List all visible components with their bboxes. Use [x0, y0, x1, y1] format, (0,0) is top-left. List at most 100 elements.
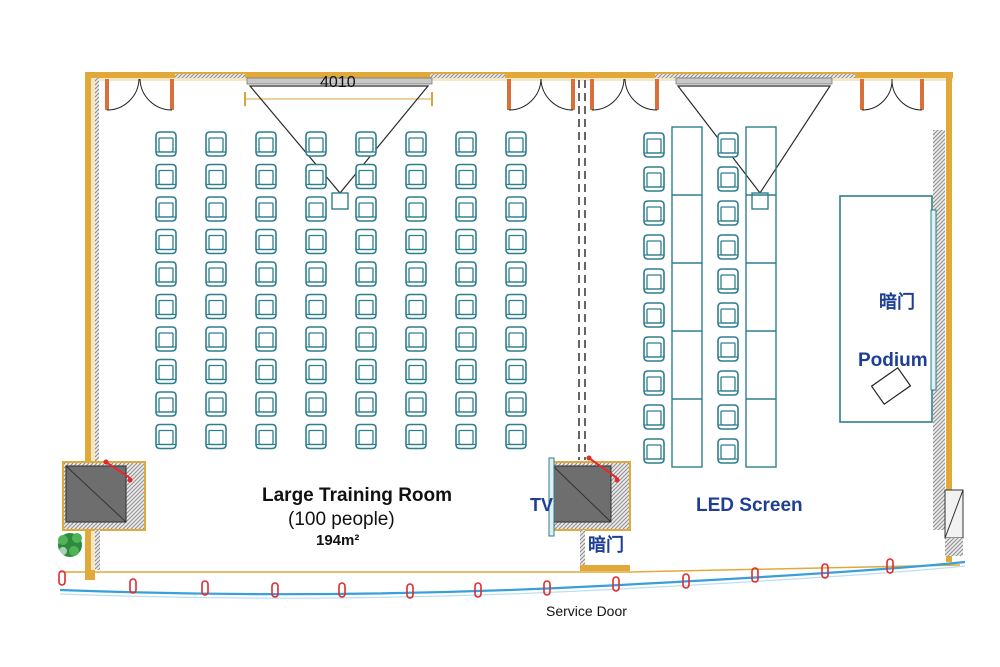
chair-icon — [505, 196, 527, 222]
chair-icon — [255, 228, 277, 255]
chair-icon — [643, 302, 665, 328]
chair-icon — [643, 438, 665, 464]
chair-icon — [155, 196, 177, 222]
chair-icon — [455, 196, 477, 222]
chair-icon — [717, 302, 739, 328]
column-left — [62, 459, 146, 531]
chair-icon — [305, 131, 327, 157]
chair-icon — [355, 391, 377, 417]
chair-icon — [643, 370, 665, 396]
chair-icon — [355, 131, 377, 157]
chair-grid-right — [643, 132, 739, 464]
chair-icon — [505, 326, 527, 352]
pipe-clip — [682, 573, 690, 589]
chair-icon — [205, 163, 227, 190]
plant-icon — [58, 533, 82, 557]
chair-icon — [355, 163, 377, 190]
chair-icon — [405, 261, 427, 287]
chair-icon — [305, 163, 327, 190]
hidden-door-label-podium: 暗门 — [879, 292, 915, 312]
chair-icon — [505, 358, 527, 385]
chair-icon — [717, 404, 739, 430]
pipe-clip — [886, 558, 894, 574]
room-divider — [578, 80, 586, 460]
chair-icon — [305, 391, 327, 417]
chair-icon — [155, 326, 177, 352]
chair-icon — [405, 163, 427, 190]
chair-icon — [305, 326, 327, 352]
chair-icon — [717, 234, 739, 260]
chair-icon — [405, 131, 427, 157]
chair-icon — [455, 293, 477, 320]
chair-icon — [155, 131, 177, 157]
chair-icon — [205, 196, 227, 222]
chair-icon — [505, 131, 527, 157]
chair-icon — [155, 261, 177, 287]
podium — [839, 195, 937, 423]
chair-icon — [455, 131, 477, 157]
chair-icon — [717, 336, 739, 362]
pipe-clip — [612, 576, 620, 592]
pipe-clip — [58, 570, 66, 586]
chair-icon — [717, 268, 739, 294]
chair-icon — [255, 423, 277, 450]
chair-icon — [205, 423, 227, 450]
chair-icon — [355, 358, 377, 385]
chair-icon — [205, 261, 227, 287]
chair-icon — [643, 234, 665, 260]
chair-icon — [355, 228, 377, 255]
chair-icon — [405, 391, 427, 417]
chair-icon — [405, 326, 427, 352]
chair-icon — [305, 196, 327, 222]
chair-icon — [643, 268, 665, 294]
chair-icon — [455, 358, 477, 385]
projection-screen-right — [675, 77, 833, 210]
top-wall-hatch — [175, 74, 855, 78]
chair-icon — [355, 261, 377, 287]
chair-grid-left — [155, 131, 527, 450]
chair-icon — [355, 196, 377, 222]
room-number: 4010 — [320, 74, 356, 91]
tv-label: TV — [530, 495, 554, 515]
lower-walls — [95, 489, 964, 571]
corridor-pipe — [59, 560, 966, 599]
chair-icon — [405, 358, 427, 385]
chair-icon — [155, 423, 177, 450]
service-door-label: Service Door — [546, 603, 627, 619]
chair-icon — [205, 326, 227, 352]
chair-icon — [305, 228, 327, 255]
chair-icon — [205, 358, 227, 385]
led-screen-label: LED Screen — [696, 495, 803, 516]
room-name: Large Training Room — [262, 485, 453, 506]
chair-icon — [717, 132, 739, 158]
pipe-clip — [271, 582, 279, 598]
room-area: 194m² — [316, 532, 360, 549]
chair-icon — [643, 166, 665, 192]
chair-icon — [155, 293, 177, 320]
chair-icon — [255, 391, 277, 417]
chair-icon — [505, 423, 527, 450]
chair-icon — [455, 163, 477, 190]
chair-icon — [205, 228, 227, 255]
chair-icon — [717, 370, 739, 396]
chair-icon — [717, 438, 739, 464]
chair-icon — [717, 166, 739, 192]
hidden-door-label-bottom: 暗门 — [588, 535, 624, 555]
chair-icon — [643, 336, 665, 362]
chair-icon — [405, 423, 427, 450]
pipe-clip — [201, 580, 209, 596]
chair-icon — [643, 404, 665, 430]
pipe-clip — [338, 582, 346, 598]
chair-icon — [717, 200, 739, 226]
chair-icon — [355, 423, 377, 450]
chair-icon — [205, 293, 227, 320]
chair-icon — [455, 228, 477, 255]
chair-icon — [505, 261, 527, 287]
chair-icon — [255, 163, 277, 190]
pipe-clip — [406, 583, 414, 599]
chair-icon — [155, 391, 177, 417]
chair-icon — [255, 326, 277, 352]
pipe-clip — [751, 567, 759, 583]
chair-icon — [305, 358, 327, 385]
chair-icon — [255, 261, 277, 287]
